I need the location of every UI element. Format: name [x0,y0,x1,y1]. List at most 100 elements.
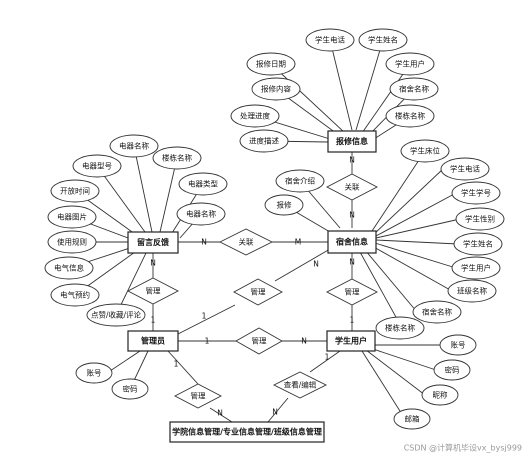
admin-attribute-password: 密码 [111,378,149,400]
cardinality-n: N [217,409,223,418]
entity-label: 学生用户 [335,336,367,346]
dorm-attribute-building-name: 楼栋名称 [375,316,425,340]
relation-label: 管理 [191,391,206,401]
repair-attribute-repair-date: 报修日期 [246,52,296,76]
repair-attribute-student-user: 学生用户 [385,52,435,76]
attribute-label: 电器名称 [186,209,216,219]
attribute-label: 宿舍名称 [399,84,429,94]
relation-label: 关联 [239,237,254,247]
entity-info-management: 学院信息管理/专业信息管理/班级信息管理 [169,421,325,443]
attribute-label: 楼栋名称 [395,111,425,121]
attribute-label: 密码 [123,384,138,394]
attribute-label: 学生用户 [395,59,425,69]
student-attribute-account: 账号 [439,334,477,356]
attribute-label: 报修日期 [256,59,286,69]
entity-repair-info: 报修信息 [327,130,377,153]
attribute-label: 学生姓名 [368,35,398,45]
cardinality-m: M [295,238,301,247]
relation-repair-dorm: 关联 [326,173,378,201]
attribute-label: 处理进度 [240,111,270,121]
attribute-label: 学生床位 [410,146,440,156]
cardinality-n: N [349,156,355,165]
attribute-label: 点赞/收藏/评论 [91,310,142,320]
cardinality-labels: N N N M N 1 N 1 N 1 1 N 1 N 1 N [150,156,355,418]
dorm-attribute-student-gender: 学生性别 [455,207,505,231]
repair-attribute-progress-desc: 进度描述 [239,129,289,153]
cardinality-one: 1 [202,312,207,321]
attribute-label: 学生姓名 [463,239,493,249]
relation-dorm-admin: 管理 [233,278,283,306]
cardinality-n: N [349,211,355,220]
attribute-label: 电器类型 [188,179,218,189]
repair-attribute-dorm-name: 宿舍名称 [389,77,439,101]
attribute-label: 班级名称 [457,286,487,296]
attribute-label: 进度描述 [249,136,279,146]
entity-label: 留言反馈 [137,237,169,247]
relation-admin-mgmt: 管理 [174,383,222,409]
cardinality-n: N [272,408,278,417]
cardinality-n: N [201,238,207,247]
cardinality-one: 1 [325,353,330,362]
repair-attribute-building-name: 楼栋名称 [385,104,435,128]
attribute-label: 学生学号 [461,188,491,198]
cardinality-one: 1 [174,360,179,369]
dorm-attribute-student-number: 学生学号 [451,181,501,205]
entity-label: 宿舍信息 [336,237,368,247]
student-attribute-password: 密码 [433,359,471,381]
attribute-label: 电气信息 [54,263,84,273]
cardinality-one: 1 [205,337,210,346]
relation-label: 关联 [345,182,360,192]
cardinality-one: 1 [151,316,156,325]
attribute-label: 昵称 [433,390,448,400]
entity-label: 学院信息管理/专业信息管理/班级信息管理 [172,427,322,437]
attribute-label: 报修 [277,200,292,210]
entity-label: 报修信息 [336,136,368,146]
admin-attribute-account: 账号 [75,362,113,384]
repair-attribute-student-phone: 学生电话 [305,28,355,52]
attribute-label: 楼栋名称 [385,323,415,333]
relation-label: 管理 [345,287,360,297]
attribute-label: 楼栋名称 [162,153,192,163]
repair-attribute-progress: 处理进度 [230,104,280,128]
attribute-label: 电器型号 [82,161,112,171]
dorm-attribute-class-name: 班级名称 [447,279,497,303]
dorm-attribute-student-name: 学生姓名 [453,232,503,256]
repair-attribute-repair-content: 报修内容 [251,77,301,101]
student-attribute-nickname: 昵称 [421,384,459,406]
entity-dorm-info: 宿舍信息 [327,230,377,254]
feedback-attribute-usage-rules: 使用规则 [47,230,97,254]
cardinality-one: 1 [350,316,355,325]
feedback-attribute-appliance-name: 电器名称 [109,134,159,158]
dorm-attribute-dorm-name: 宿舍名称 [412,300,462,324]
attribute-label: 开放时间 [60,186,90,196]
attribute-label: 学生电话 [315,35,345,45]
dorm-attribute-intro: 宿舍介绍 [275,169,325,193]
cardinality-n: N [349,258,355,267]
dorm-attribute-student-user: 学生用户 [451,256,501,280]
relation-student-mgmt: 查看/编辑 [272,371,328,399]
dorm-attribute-student-bed: 学生床位 [400,139,450,163]
relation-label: 管理 [146,286,161,296]
feedback-attribute-appliance-model: 电器型号 [72,154,122,178]
watermark: CSDN @计算机毕设vx_bysj999 [404,443,522,453]
attribute-label: 学生性别 [465,214,495,224]
entity-admin: 管理员 [127,330,179,352]
attribute-label: 学生电话 [450,164,480,174]
attribute-label: 宿舍名称 [422,307,452,317]
attribute-label: 使用规则 [57,237,87,247]
feedback-attribute-appliance-name-2: 电器名称 [176,202,226,226]
feedback-attribute-open-time: 开放时间 [50,179,100,203]
relation-feedback-dorm: 关联 [218,228,274,256]
attribute-label: 电器图片 [57,212,87,222]
feedback-attribute-appliance-image: 电器图片 [47,205,97,229]
entity-feedback: 留言反馈 [127,231,179,254]
attribute-label: 电器名称 [119,141,149,151]
attribute-label: 密码 [445,365,460,375]
attribute-label: 账号 [451,341,466,350]
feedback-attribute-electric-info: 电气信息 [44,256,94,280]
entity-student-user: 学生用户 [326,330,376,352]
relation-admin-student: 管理 [235,327,283,355]
entity-label: 管理员 [141,336,165,346]
feedback-attribute-like-fav-comment: 点赞/收藏/评论 [86,303,146,327]
